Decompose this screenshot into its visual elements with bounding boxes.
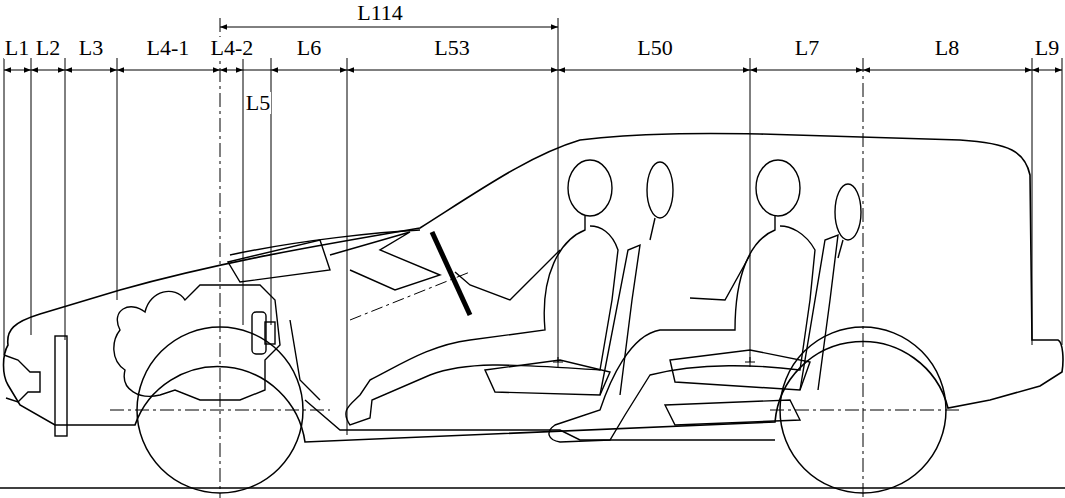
dimension-label: L114 xyxy=(356,2,404,24)
dimension-label: L2 xyxy=(35,37,61,59)
dimension-label: L1 xyxy=(4,37,30,59)
dimension-label: L4-1 xyxy=(146,37,191,59)
dimension-label: L3 xyxy=(78,37,104,59)
dimension-label: L8 xyxy=(934,37,960,59)
dimension-label: L7 xyxy=(794,37,820,59)
dimension-label: L4-2 xyxy=(210,37,255,59)
dimension-label: L50 xyxy=(636,37,673,59)
dimension-label: L9 xyxy=(1034,37,1060,59)
dimension-label: L6 xyxy=(296,37,322,59)
dimension-label: L53 xyxy=(433,37,470,59)
dimension-label: L5 xyxy=(245,92,271,114)
